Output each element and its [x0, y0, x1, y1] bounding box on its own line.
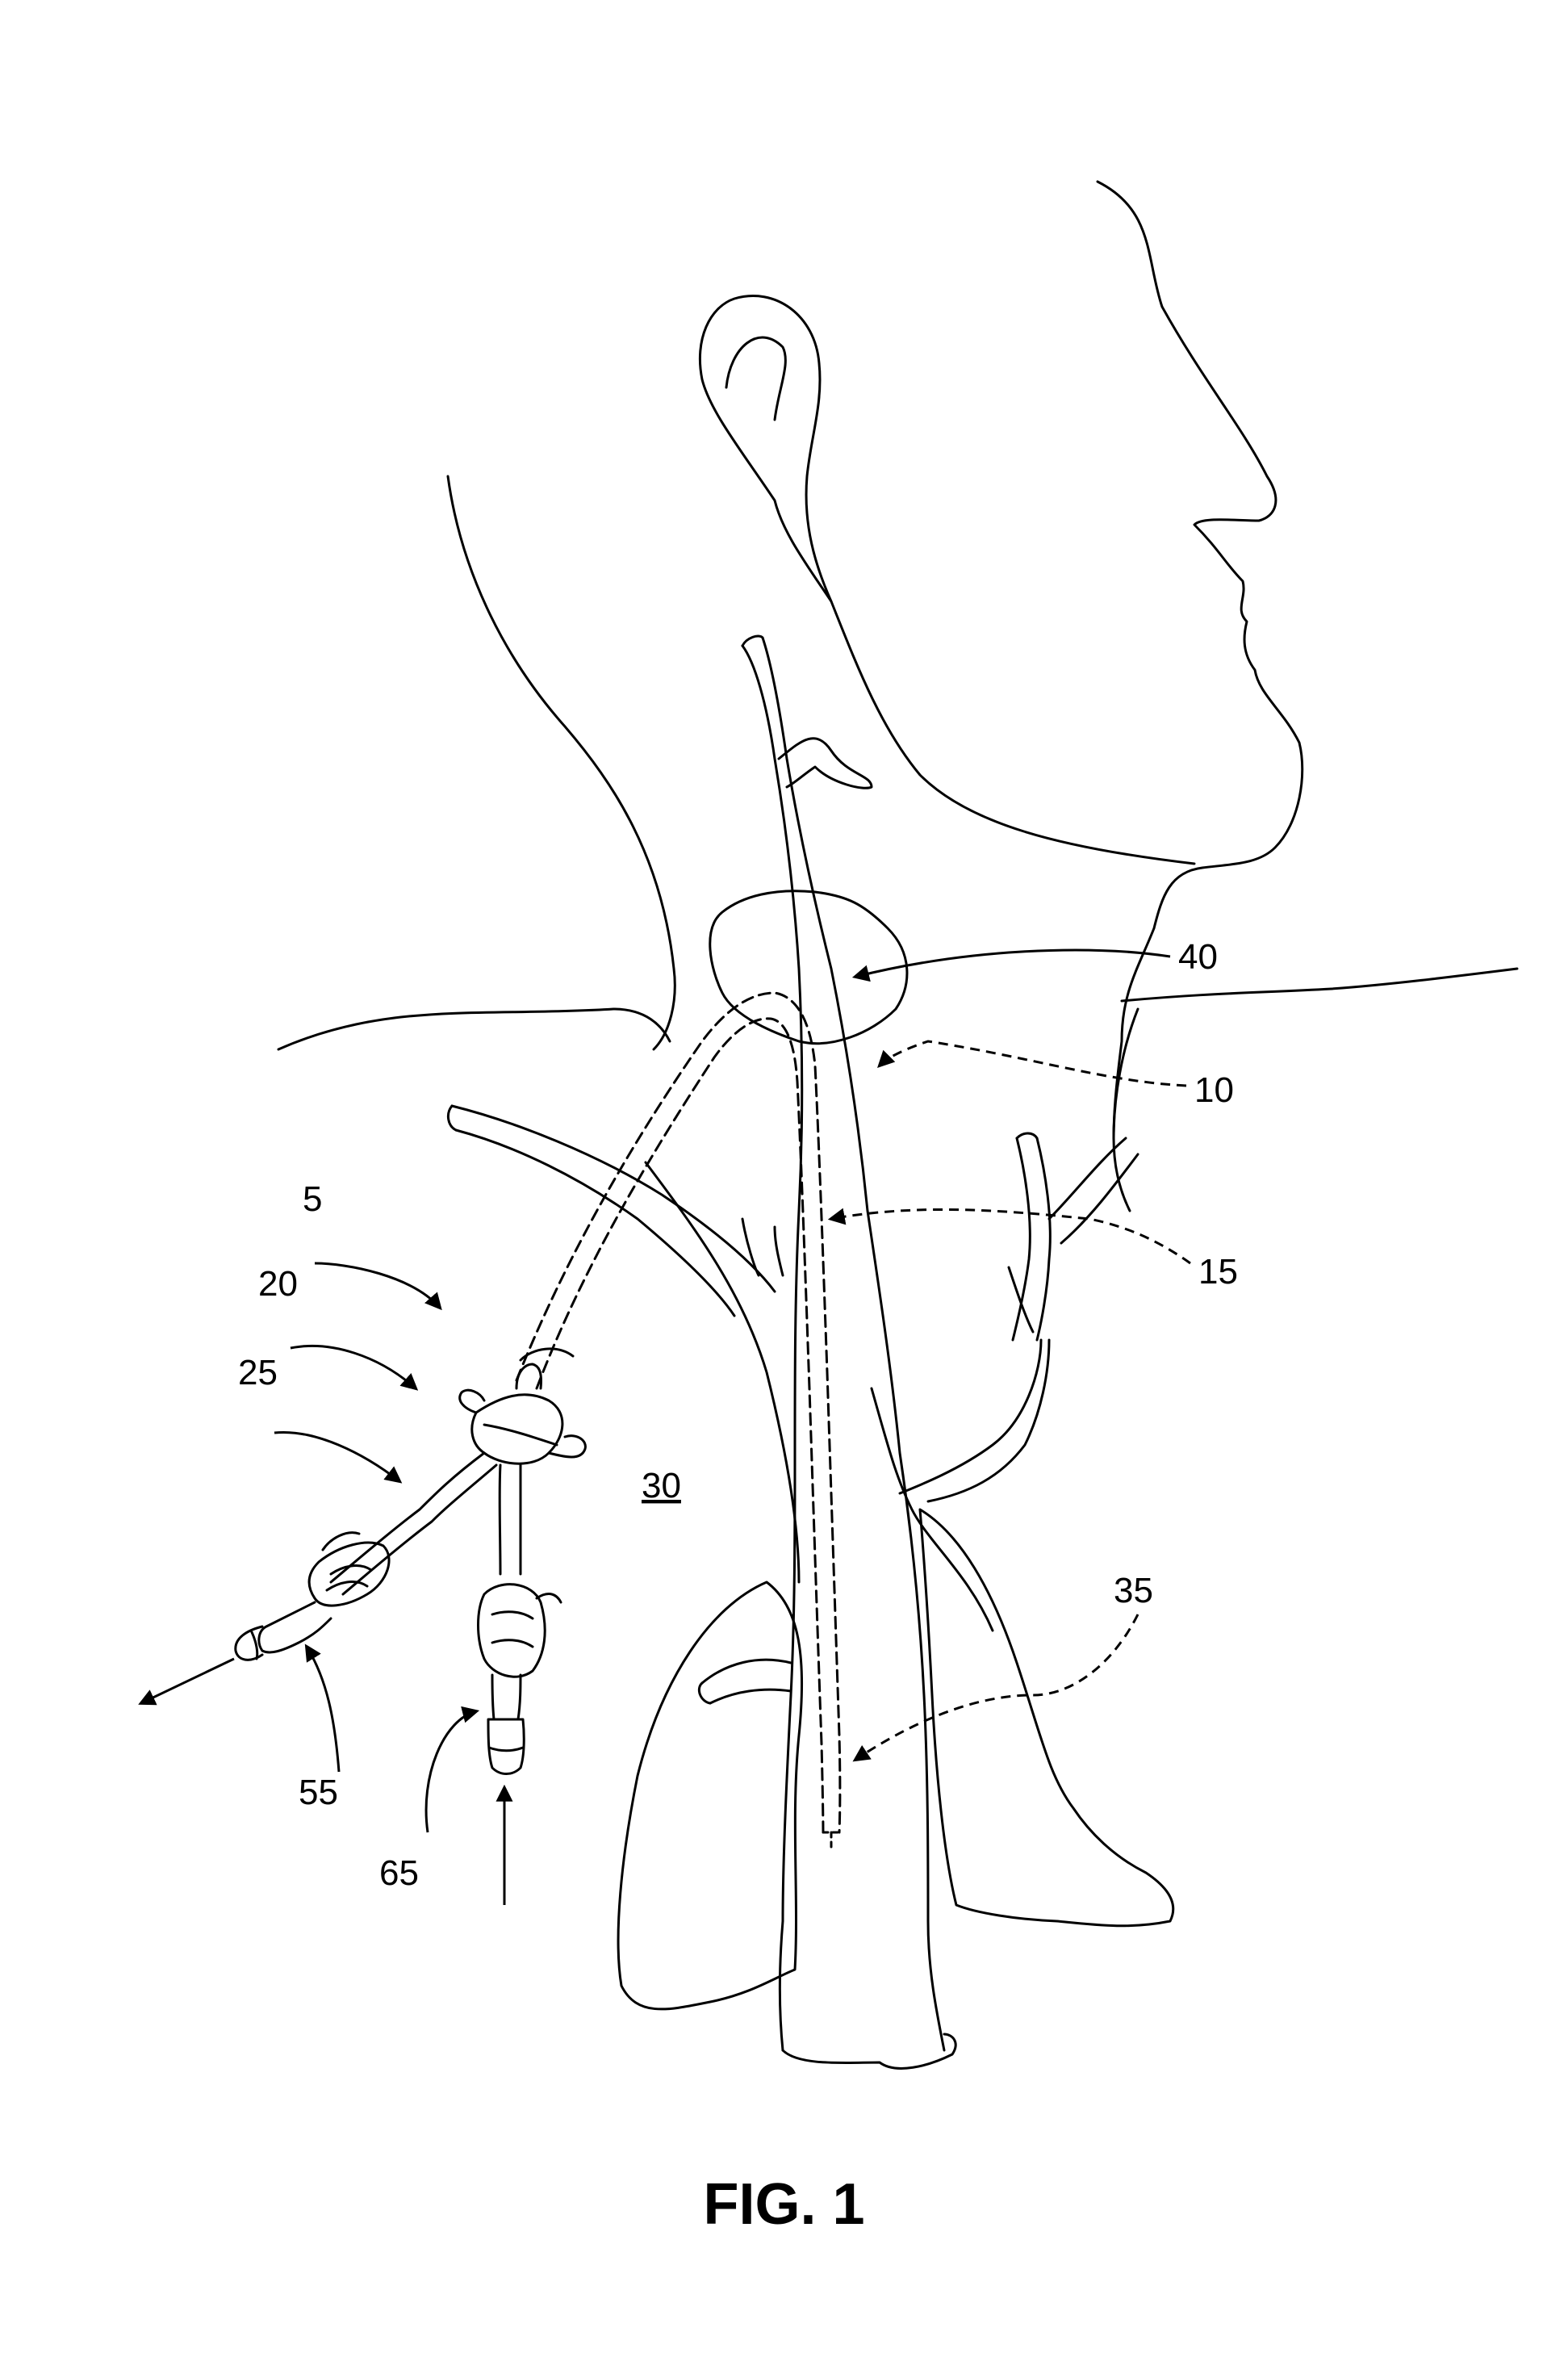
extension-leg-inflow [500, 1465, 521, 1574]
inflow-connector-body [492, 1675, 521, 1719]
leader-25 [274, 1432, 399, 1481]
subclavian-vein-cap [448, 1106, 456, 1130]
leader-5 [315, 1263, 440, 1308]
leader-40 [855, 950, 1170, 977]
leader-55 [307, 1647, 339, 1772]
clamp-outflow [309, 1543, 389, 1606]
clamp-inflow-slot [492, 1612, 533, 1647]
vein-upper-branch [779, 739, 872, 789]
jugular-vein-wall [763, 638, 944, 2050]
outflow-connector-body [259, 1602, 331, 1652]
shoulder-left-outline [278, 1009, 670, 1049]
leader-65 [426, 1711, 476, 1832]
thoracic-outline-right [872, 1388, 993, 1631]
suture-curve [521, 1349, 573, 1360]
lower-left-branch [702, 1660, 791, 1703]
clamp-outflow-slot [327, 1566, 371, 1590]
inflow-connector-ring [489, 1748, 523, 1751]
inflow-connector-cap [488, 1719, 524, 1774]
label-25: 25 [238, 1353, 278, 1392]
leader-35 [855, 1614, 1138, 1760]
right-vein-b [1037, 1138, 1050, 1340]
label-15: 15 [1198, 1252, 1238, 1292]
jugular-vein [742, 646, 802, 2050]
label-30: 30 [642, 1466, 681, 1505]
short-branch [742, 1219, 783, 1275]
label-5: 5 [303, 1179, 322, 1219]
extension-leg-outflow [331, 1453, 496, 1594]
label-55: 55 [299, 1773, 338, 1812]
clamp-outflow-tab [323, 1533, 359, 1550]
thoracic-outline-left [646, 1162, 799, 1582]
leader-10 [880, 1041, 1186, 1086]
ear-inner-fold [726, 337, 785, 420]
right-branch-wall [928, 1340, 1049, 1501]
jaw-line [831, 601, 1194, 864]
label-65: 65 [379, 1853, 419, 1893]
label-40: 40 [1178, 937, 1218, 977]
lower-left-branch-cap [699, 1683, 710, 1703]
label-20: 20 [258, 1264, 298, 1304]
clamp-inflow [479, 1585, 546, 1677]
hub-band [484, 1425, 557, 1445]
right-vein-cap [1017, 1133, 1037, 1138]
vein-top-cap [742, 636, 763, 646]
right-vein-a [1013, 1138, 1030, 1340]
ear-outline [700, 296, 831, 601]
subclavian-vein-upper [452, 1106, 775, 1292]
label-35: 35 [1114, 1571, 1153, 1610]
right-branch-lower [900, 1267, 1041, 1493]
lung-left [618, 1582, 802, 2009]
leader-15 [831, 1209, 1190, 1263]
thyroid-gland [710, 891, 907, 1044]
figure-caption: FIG. 1 [0, 2171, 1568, 2238]
vein-bottom-outlet [783, 2034, 955, 2068]
outflow-arrow [141, 1659, 234, 1703]
leader-20 [291, 1346, 416, 1388]
outflow-connector-ring [252, 1632, 257, 1659]
right-branch-upper [1049, 1138, 1138, 1243]
neck-back-outline [448, 476, 675, 1049]
label-10: 10 [1194, 1070, 1234, 1110]
catheter-tip-dash [823, 1832, 839, 1849]
